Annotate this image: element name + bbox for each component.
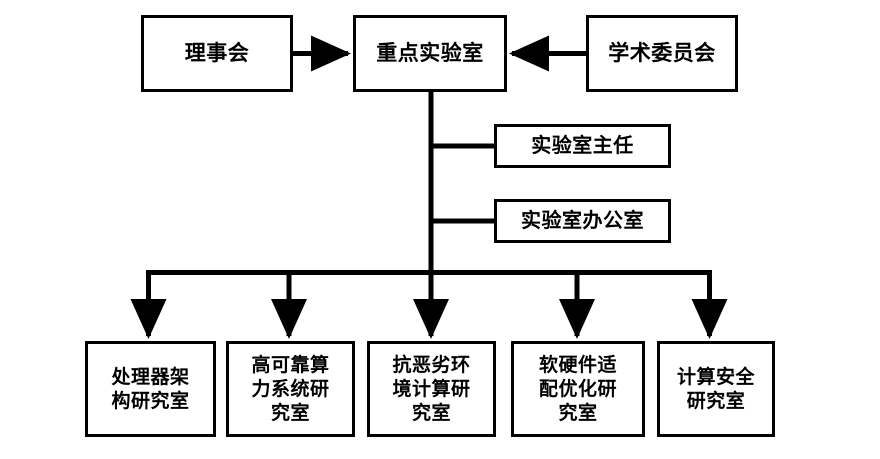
- node-lab4-label: 软硬件适 配优化研 究室: [538, 353, 617, 425]
- node-lab5[interactable]: 计算安全 研究室: [657, 341, 775, 437]
- node-lab-office[interactable]: 实验室办公室: [494, 199, 671, 243]
- node-board[interactable]: 理事会: [141, 15, 293, 92]
- node-key-lab[interactable]: 重点实验室: [353, 15, 507, 92]
- node-lab1[interactable]: 处理器架 构研究室: [85, 341, 216, 437]
- node-lab3[interactable]: 抗恶劣环 境计算研 究室: [367, 341, 496, 437]
- node-lab-director-label: 实验室主任: [531, 133, 634, 158]
- node-key-lab-label: 重点实验室: [376, 41, 484, 66]
- node-lab4[interactable]: 软硬件适 配优化研 究室: [511, 341, 645, 437]
- node-lab2-label: 高可靠算 力系统研 究室: [251, 353, 330, 425]
- node-lab-director[interactable]: 实验室主任: [494, 124, 671, 168]
- node-academic-committee[interactable]: 学术委员会: [586, 15, 738, 92]
- node-lab3-label: 抗恶劣环 境计算研 究室: [392, 353, 471, 425]
- node-lab2[interactable]: 高可靠算 力系统研 究室: [226, 341, 355, 437]
- node-academic-committee-label: 学术委员会: [608, 41, 716, 66]
- node-lab1-label: 处理器架 构研究室: [111, 365, 190, 412]
- node-board-label: 理事会: [184, 41, 250, 66]
- node-lab5-label: 计算安全 研究室: [676, 365, 755, 412]
- node-lab-office-label: 实验室办公室: [521, 208, 644, 233]
